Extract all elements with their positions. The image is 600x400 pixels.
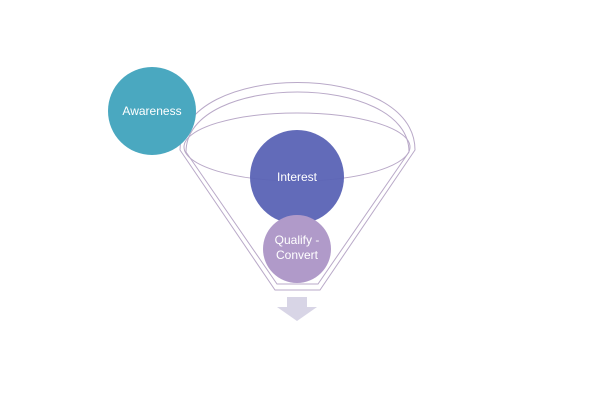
stage-interest: Interest [250,130,344,224]
stage-qualify-convert: Qualify - Convert [263,215,331,283]
funnel-inner-shell [185,91,410,285]
stage-interest-circle [250,130,344,224]
stage-awareness-circle [108,67,196,155]
funnel-outer-shell [179,82,416,291]
stage-interest-label: Interest [277,170,318,184]
stage-qualify-convert-circle [263,215,331,283]
output-arrow [277,297,317,321]
stage-awareness-label: Awareness [122,104,181,118]
down-arrow-icon [277,297,317,321]
stage-qualify-convert-label: Qualify - [275,233,320,247]
stage-qualify-convert-label-line2: Convert [276,248,319,262]
stage-awareness: Awareness [108,67,196,155]
